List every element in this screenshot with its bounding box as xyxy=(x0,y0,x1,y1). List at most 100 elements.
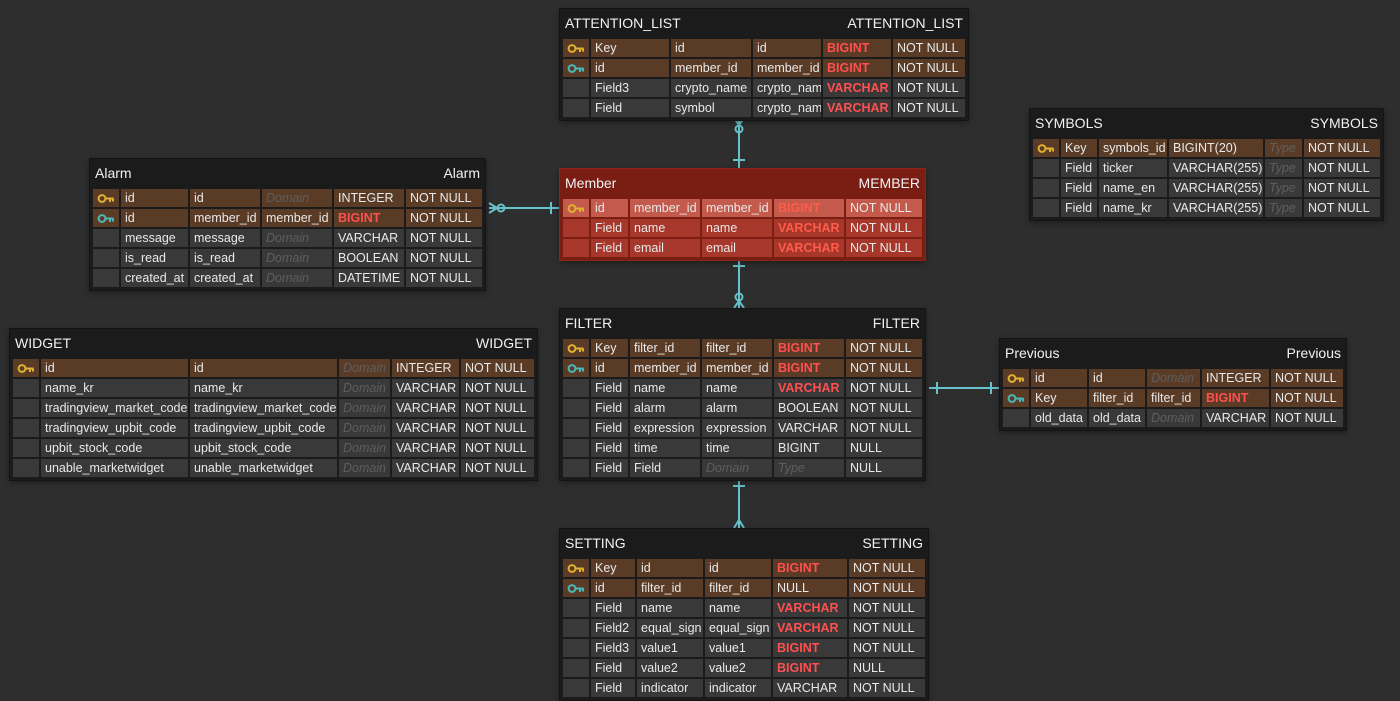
key-icon-cell[interactable] xyxy=(563,639,589,657)
type-cell[interactable]: VARCHAR xyxy=(774,219,844,237)
logical-name-cell[interactable]: Domain xyxy=(262,229,332,247)
nullable-cell[interactable]: NOT NULL xyxy=(461,459,534,477)
type-cell[interactable]: BIGINT xyxy=(774,439,844,457)
key-cell[interactable]: Field xyxy=(591,99,669,117)
key-icon-cell[interactable] xyxy=(13,399,39,417)
logical-name-cell[interactable]: VARCHAR(255) xyxy=(1169,179,1263,197)
logical-name-cell[interactable]: value1 xyxy=(705,639,771,657)
key-cell[interactable]: Field xyxy=(591,439,628,457)
key-icon-cell[interactable] xyxy=(563,39,589,57)
type-cell[interactable]: VARCHAR xyxy=(773,599,847,617)
logical-name-cell[interactable]: Domain xyxy=(339,379,390,397)
type-cell[interactable]: BIGINT xyxy=(774,199,844,217)
column-name-cell[interactable]: ticker xyxy=(1099,159,1167,177)
logical-name-cell[interactable]: name xyxy=(705,599,771,617)
key-icon-cell[interactable] xyxy=(1033,199,1059,217)
key-cell[interactable]: Field2 xyxy=(591,619,635,637)
logical-name-cell[interactable]: equal_sign xyxy=(705,619,771,637)
column-name-cell[interactable]: indicator xyxy=(637,679,703,697)
nullable-cell[interactable]: NOT NULL xyxy=(846,379,922,397)
type-cell[interactable]: Type xyxy=(1265,199,1302,217)
type-cell[interactable]: BIGINT xyxy=(773,639,847,657)
key-cell[interactable]: id xyxy=(121,209,188,227)
key-cell[interactable]: upbit_stock_code xyxy=(41,439,188,457)
nullable-cell[interactable]: NOT NULL xyxy=(849,599,925,617)
key-cell[interactable]: Field xyxy=(591,399,628,417)
column-name-cell[interactable]: id xyxy=(190,189,260,207)
type-cell[interactable]: VARCHAR xyxy=(823,79,891,97)
column-name-cell[interactable]: member_id xyxy=(190,209,260,227)
logical-name-cell[interactable]: member_id xyxy=(702,359,772,377)
key-cell[interactable]: message xyxy=(121,229,188,247)
key-icon-cell[interactable] xyxy=(563,439,589,457)
key-icon-cell[interactable] xyxy=(563,659,589,677)
logical-name-cell[interactable]: Domain xyxy=(339,439,390,457)
logical-name-cell[interactable]: value2 xyxy=(705,659,771,677)
key-cell[interactable]: Field xyxy=(591,599,635,617)
type-cell[interactable]: VARCHAR xyxy=(392,459,459,477)
key-cell[interactable]: Field xyxy=(1061,159,1097,177)
type-cell[interactable]: BIGINT xyxy=(774,339,844,357)
key-cell[interactable]: Key xyxy=(591,339,628,357)
logical-name-cell[interactable]: expression xyxy=(702,419,772,437)
type-cell[interactable]: BIGINT xyxy=(823,59,891,77)
nullable-cell[interactable]: NOT NULL xyxy=(846,219,922,237)
logical-name-cell[interactable]: Domain xyxy=(339,359,390,377)
key-cell[interactable]: id xyxy=(1031,369,1087,387)
key-icon-cell[interactable] xyxy=(1003,389,1029,407)
type-cell[interactable]: VARCHAR xyxy=(823,99,891,117)
key-icon-cell[interactable] xyxy=(93,189,119,207)
key-icon-cell[interactable] xyxy=(563,59,589,77)
type-cell[interactable]: Type xyxy=(1265,159,1302,177)
type-cell[interactable]: BIGINT xyxy=(774,359,844,377)
key-cell[interactable]: name_kr xyxy=(41,379,188,397)
nullable-cell[interactable]: NOT NULL xyxy=(1304,139,1380,157)
type-cell[interactable]: BIGINT xyxy=(1202,389,1269,407)
column-name-cell[interactable]: value2 xyxy=(637,659,703,677)
logical-name-cell[interactable]: member_id xyxy=(753,59,821,77)
column-name-cell[interactable]: filter_id xyxy=(637,579,703,597)
nullable-cell[interactable]: NOT NULL xyxy=(1304,199,1380,217)
column-name-cell[interactable]: symbol xyxy=(671,99,751,117)
logical-name-cell[interactable]: id xyxy=(753,39,821,57)
column-name-cell[interactable]: symbols_id xyxy=(1099,139,1167,157)
key-cell[interactable]: Key xyxy=(591,39,669,57)
type-cell[interactable]: VARCHAR xyxy=(1202,409,1269,427)
nullable-cell[interactable]: NOT NULL xyxy=(893,59,965,77)
nullable-cell[interactable]: NOT NULL xyxy=(461,399,534,417)
column-name-cell[interactable]: filter_id xyxy=(1089,389,1145,407)
key-icon-cell[interactable] xyxy=(563,99,589,117)
key-icon-cell[interactable] xyxy=(563,339,589,357)
column-name-cell[interactable]: upbit_stock_code xyxy=(190,439,337,457)
nullable-cell[interactable]: NOT NULL xyxy=(406,229,482,247)
key-icon-cell[interactable] xyxy=(563,219,589,237)
type-cell[interactable]: VARCHAR xyxy=(392,399,459,417)
key-icon-cell[interactable] xyxy=(563,579,589,597)
type-cell[interactable]: VARCHAR xyxy=(334,229,404,247)
column-name-cell[interactable]: id xyxy=(671,39,751,57)
key-icon-cell[interactable] xyxy=(563,199,589,217)
column-name-cell[interactable]: id xyxy=(1089,369,1145,387)
column-name-cell[interactable]: name_kr xyxy=(190,379,337,397)
key-icon-cell[interactable] xyxy=(563,79,589,97)
column-name-cell[interactable]: is_read xyxy=(190,249,260,267)
nullable-cell[interactable]: NOT NULL xyxy=(849,559,925,577)
key-icon-cell[interactable] xyxy=(563,459,589,477)
nullable-cell[interactable]: NOT NULL xyxy=(461,439,534,457)
logical-name-cell[interactable]: member_id xyxy=(702,199,772,217)
key-cell[interactable]: Field xyxy=(591,419,628,437)
